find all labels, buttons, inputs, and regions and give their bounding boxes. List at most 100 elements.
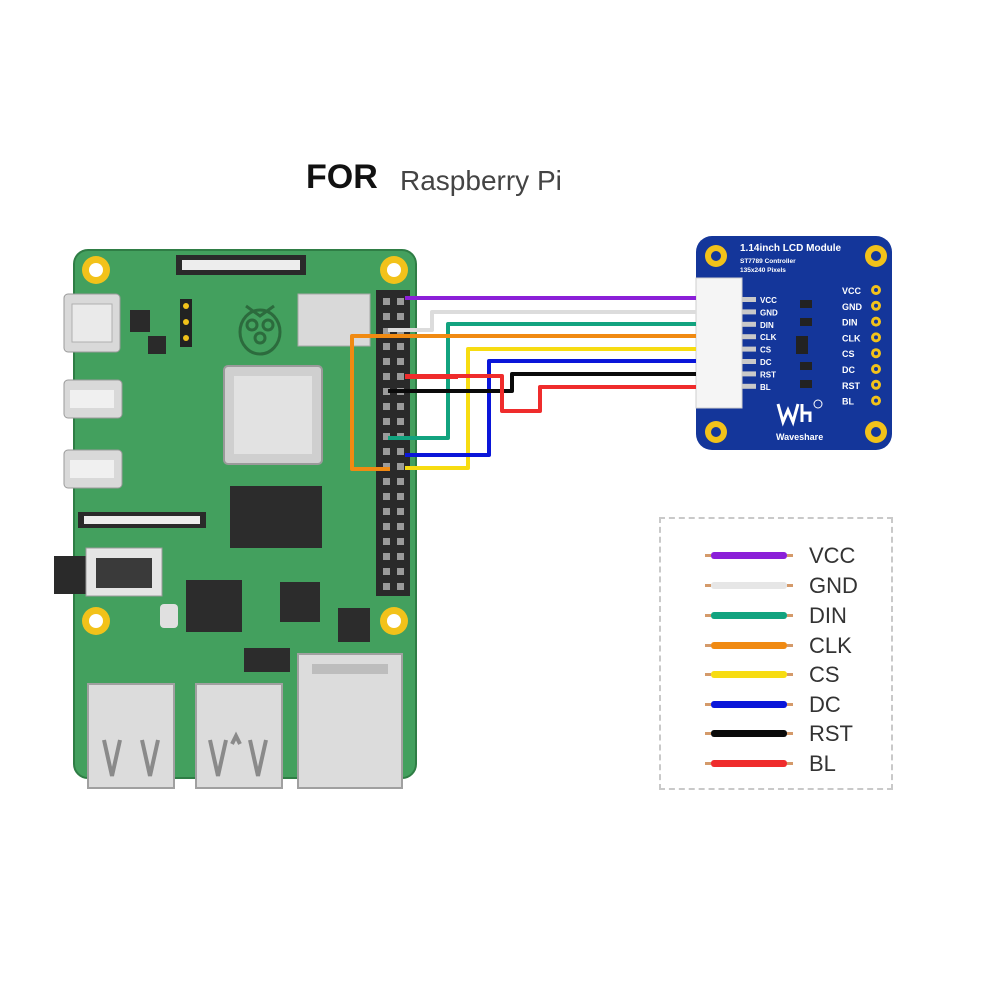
lcd-pin-label: VCC xyxy=(760,296,777,305)
lcd-pin-label: CLK xyxy=(842,333,861,343)
legend-wire-gnd xyxy=(705,582,793,589)
gpio-pin xyxy=(383,583,390,590)
wire-clk xyxy=(350,334,696,471)
gpio-pin xyxy=(397,508,404,515)
lcd-pin-label: CLK xyxy=(760,333,777,342)
connector-pad xyxy=(742,334,756,340)
lcd-pin-hole-center xyxy=(874,288,878,292)
gpio-pin xyxy=(383,523,390,530)
gpio-pin xyxy=(383,493,390,500)
wire-gnd xyxy=(388,310,696,332)
mounting-holes xyxy=(82,256,408,635)
lcd-pin-label: VCC xyxy=(842,286,862,296)
legend-row-din: DIN xyxy=(705,601,891,631)
connector-pad xyxy=(742,309,756,315)
gpio-pin xyxy=(383,298,390,305)
legend-label-bl: BL xyxy=(809,751,836,776)
gpio-pin xyxy=(397,343,404,350)
gpio-pin xyxy=(383,328,390,335)
gpio-pin xyxy=(397,583,404,590)
gpio-pin xyxy=(383,313,390,320)
lcd-pin-hole-center xyxy=(874,367,878,371)
lcd-pin-hole-center xyxy=(874,335,878,340)
lcd-pin-label: CS xyxy=(842,349,855,359)
lcd-pin-label: GND xyxy=(760,308,778,317)
legend-wire-din xyxy=(705,612,793,619)
lcd-pin-hole-center xyxy=(874,398,878,403)
gpio-pin xyxy=(397,478,404,485)
connector-pad xyxy=(742,346,756,352)
lcd-pin-label: GND xyxy=(842,302,863,312)
legend-row-rst: RST xyxy=(705,719,891,749)
gpio-pin xyxy=(383,538,390,545)
gpio-pin xyxy=(397,403,404,410)
connector-pad xyxy=(742,321,756,327)
lcd-pin-label: DC xyxy=(760,358,772,367)
gpio-pin xyxy=(383,433,390,440)
gpio-pin xyxy=(397,553,404,560)
gpio-header xyxy=(376,290,410,596)
legend-row-bl: BL xyxy=(705,749,891,779)
wires xyxy=(350,296,696,471)
wire-dc xyxy=(405,359,696,457)
gpio-pin xyxy=(383,553,390,560)
connector-pad xyxy=(742,359,756,364)
lcd-controller: ST7789 Controller xyxy=(740,258,796,265)
lcd-pin-label: RST xyxy=(842,381,861,391)
lcd-name: 1.14inch LCD Module xyxy=(740,243,842,254)
lcd-pin-label: RST xyxy=(760,370,776,379)
wire-din xyxy=(388,322,696,440)
lcd-pin-hole-center xyxy=(874,382,878,387)
gpio-pin xyxy=(397,358,404,365)
gpio-pin xyxy=(383,388,390,395)
lcd-pin-hole-center xyxy=(874,319,878,324)
gpio-pin xyxy=(383,478,390,485)
legend-row-gnd: GND xyxy=(705,571,891,601)
lcd-pin-label: BL xyxy=(842,397,854,407)
wire-bl xyxy=(405,374,696,413)
lcd-pin-hole-center xyxy=(874,351,878,356)
raspberry-pi-board xyxy=(54,249,417,789)
wire-rst xyxy=(388,372,696,393)
title-text: Raspberry Pi xyxy=(400,165,562,196)
lcd-pin-label: CS xyxy=(760,346,772,355)
legend-row-cs: CS xyxy=(705,660,891,690)
gpio-pin xyxy=(397,523,404,530)
lcd-module: 1.14inch LCD Module ST7789 Controller 13… xyxy=(695,236,892,450)
wire-cs xyxy=(405,347,696,470)
gpio-pin xyxy=(397,418,404,425)
gpio-pin xyxy=(383,463,390,470)
gpio-pin xyxy=(397,568,404,575)
legend-label-din: DIN xyxy=(809,603,847,628)
gpio-pin xyxy=(397,448,404,455)
legend-wire-clk xyxy=(705,642,793,649)
legend-row-clk: CLK xyxy=(705,631,891,661)
gpio-pin xyxy=(397,463,404,470)
lcd-brand: Waveshare xyxy=(776,432,823,442)
gpio-pin xyxy=(397,493,404,500)
legend-wire-cs xyxy=(705,671,793,678)
title-prefix: FOR xyxy=(306,158,378,196)
gpio-pin xyxy=(397,373,404,380)
gpio-pin xyxy=(397,538,404,545)
gpio-pin xyxy=(383,343,390,350)
lcd-resolution: 135x240 Pixels xyxy=(740,267,786,274)
legend-label-dc: DC xyxy=(809,692,841,717)
raspberry-logo xyxy=(238,304,282,356)
gpio-pin xyxy=(383,448,390,455)
legend-wire-rst xyxy=(705,730,793,737)
wire-legend: VCC GND DIN CLK CS DC RST BL xyxy=(659,517,893,790)
legend-row-dc: DC xyxy=(705,690,891,720)
gpio-pin xyxy=(383,373,390,380)
lcd-pin-hole-center xyxy=(874,303,878,308)
lcd-pin-label: BL xyxy=(760,383,771,392)
lcd-pin-label: DIN xyxy=(760,321,774,330)
connector-pad xyxy=(742,371,756,377)
gpio-pin xyxy=(397,298,404,305)
legend-row-vcc: VCC xyxy=(705,541,891,571)
legend-wire-dc xyxy=(705,701,793,708)
legend-label-gnd: GND xyxy=(809,573,858,598)
gpio-pin xyxy=(383,403,390,410)
